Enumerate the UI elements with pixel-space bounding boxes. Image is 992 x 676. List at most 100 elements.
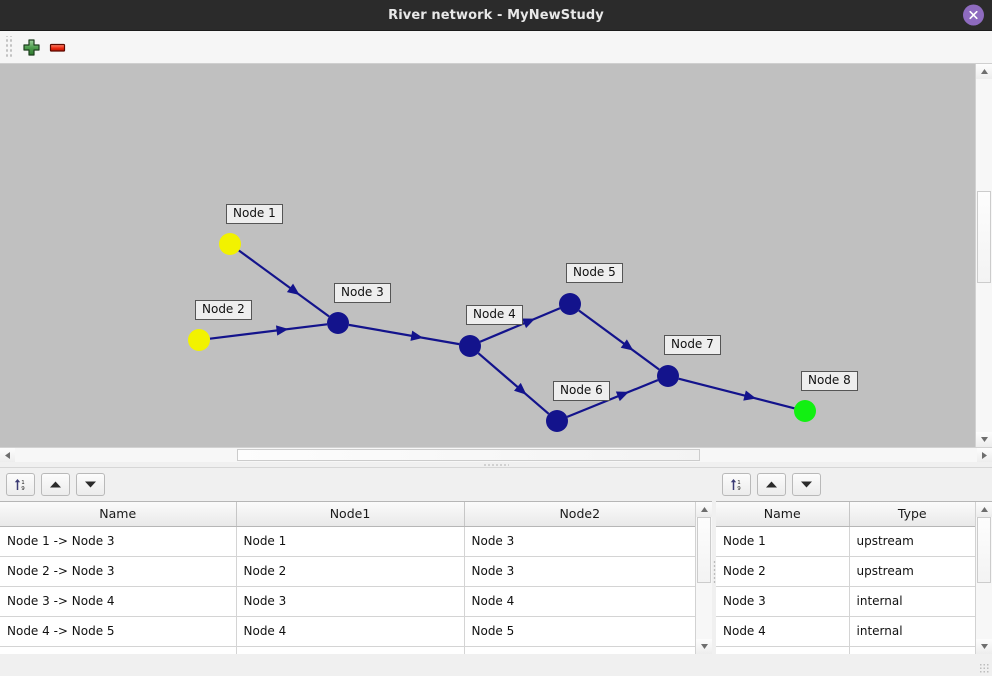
reaches-scroll-up-button[interactable] — [696, 502, 712, 517]
nodes-toolbar: 1 9 — [716, 468, 992, 501]
graph-node-node-4[interactable] — [459, 335, 481, 357]
network-graph-canvas[interactable]: Node 1 Node 2 Node 3 Node 4 Node 5 Node 6 Node… — [0, 64, 975, 447]
graph-hscroll-track[interactable] — [15, 448, 977, 462]
nodes-vertical-scrollbar[interactable] — [975, 502, 992, 654]
table-cell-name[interactable]: Node 3 -> Node 4 — [0, 586, 237, 617]
graph-node-node-8[interactable] — [794, 400, 816, 422]
graph-node-label-node-1[interactable]: Node 1 — [226, 204, 283, 224]
graph-edge[interactable] — [578, 309, 660, 371]
graph-edge[interactable] — [566, 379, 659, 418]
svg-text:9: 9 — [21, 486, 25, 492]
table-cell-type[interactable]: upstream — [849, 526, 975, 557]
reaches-col-node2[interactable]: Node2 — [464, 502, 695, 527]
table-cell-type[interactable]: internal — [849, 616, 975, 647]
graph-node-node-6[interactable] — [546, 410, 568, 432]
window-resize-grip[interactable] — [979, 663, 989, 673]
table-cell-node1[interactable]: Node 3 — [236, 586, 465, 617]
reaches-vertical-scrollbar[interactable] — [695, 502, 712, 654]
graph-edge[interactable] — [238, 249, 330, 318]
graph-node-label-node-3[interactable]: Node 3 — [334, 283, 391, 303]
table-cell-type[interactable]: internal — [849, 586, 975, 617]
nodes-move-up-button[interactable] — [757, 473, 786, 496]
delete-icon[interactable] — [44, 34, 70, 60]
graph-node-label-node-8[interactable]: Node 8 — [801, 371, 858, 391]
add-icon[interactable] — [18, 34, 44, 60]
graph-scroll-left-button[interactable] — [0, 448, 15, 462]
graph-scroll-down-button[interactable] — [976, 432, 992, 447]
nodes-vscroll-track[interactable] — [976, 517, 992, 639]
graph-node-node-5[interactable] — [559, 293, 581, 315]
table-cell-node1[interactable]: Node 4 — [236, 616, 465, 647]
nodes-move-down-button[interactable] — [792, 473, 821, 496]
toolbar-drag-handle[interactable] — [4, 36, 13, 58]
reaches-move-up-button[interactable] — [41, 473, 70, 496]
nodes-col-type[interactable]: Type — [849, 502, 975, 527]
nodes-scroll-down-button[interactable] — [976, 639, 992, 654]
table-cell-name[interactable]: Node 2 — [716, 556, 850, 587]
table-cell-node1[interactable]: Node 2 — [236, 556, 465, 587]
graph-node-label-node-5[interactable]: Node 5 — [566, 263, 623, 283]
graph-edge[interactable] — [479, 307, 561, 343]
table-cell-name[interactable]: Node 4 -> Node 5 — [0, 616, 237, 647]
graph-vscroll-track[interactable] — [976, 79, 992, 432]
graph-node-node-2[interactable] — [188, 329, 210, 351]
nodes-col-name[interactable]: Name — [716, 502, 850, 527]
graph-scroll-right-button[interactable] — [977, 448, 992, 462]
close-icon[interactable] — [963, 4, 984, 26]
reaches-sort-button[interactable]: 1 9 — [6, 473, 35, 496]
graph-node-label-node-6[interactable]: Node 6 — [553, 381, 610, 401]
panel-splitter[interactable] — [0, 462, 992, 467]
graph-scroll-up-button[interactable] — [976, 64, 992, 79]
graph-node-node-1[interactable] — [219, 233, 241, 255]
reaches-vscroll-track[interactable] — [696, 517, 712, 639]
table-cell-name[interactable]: Node 2 -> Node 3 — [0, 556, 237, 587]
panels-vertical-splitter[interactable] — [712, 468, 716, 676]
table-cell-name[interactable]: Node 4 — [716, 616, 850, 647]
table-cell-type[interactable]: upstream — [849, 556, 975, 587]
reaches-col-node1[interactable]: Node1 — [236, 502, 465, 527]
table-cell-node2[interactable]: Node 5 — [464, 616, 695, 647]
graph-node-node-7[interactable] — [657, 365, 679, 387]
graph-node-node-3[interactable] — [327, 312, 349, 334]
graph-edge[interactable] — [678, 377, 795, 410]
table-cell-node2[interactable]: Node 4 — [464, 586, 695, 617]
graph-vscroll-thumb[interactable] — [977, 191, 991, 283]
table-cell-name[interactable]: Node 1 -> Node 3 — [0, 526, 237, 557]
table-cell-node2[interactable]: Node 3 — [464, 556, 695, 587]
reaches-table-header-row: Name Node1 Node2 — [0, 502, 695, 527]
table-cell-node1[interactable]: Node 1 — [236, 526, 465, 557]
nodes-vscroll-thumb[interactable] — [977, 517, 991, 583]
graph-node-label-node-4[interactable]: Node 4 — [466, 305, 523, 325]
reaches-col-name[interactable]: Name — [0, 502, 237, 527]
table-cell-name[interactable]: Node 3 — [716, 586, 850, 617]
reaches-scroll-down-button[interactable] — [696, 639, 712, 654]
graph-edge[interactable] — [477, 352, 550, 415]
graph-node-label-node-2[interactable]: Node 2 — [195, 300, 252, 320]
reaches-panel-footer — [0, 654, 712, 676]
reaches-vscroll-thumb[interactable] — [697, 517, 711, 583]
graph-edge[interactable] — [209, 323, 328, 340]
graph-vertical-scrollbar[interactable] — [975, 64, 992, 447]
graph-edge[interactable] — [348, 323, 460, 346]
graph-horizontal-scrollbar[interactable] — [0, 447, 992, 462]
graph-hscroll-thumb[interactable] — [237, 449, 700, 461]
reaches-move-down-button[interactable] — [76, 473, 105, 496]
table-cell-name[interactable]: Node 1 — [716, 526, 850, 557]
nodes-sort-button[interactable]: 1 9 — [722, 473, 751, 496]
nodes-table-header-row: Name Type — [716, 502, 975, 527]
nodes-scroll-up-button[interactable] — [976, 502, 992, 517]
table-cell-node2[interactable]: Node 3 — [464, 526, 695, 557]
graph-node-label-node-7[interactable]: Node 7 — [664, 335, 721, 355]
